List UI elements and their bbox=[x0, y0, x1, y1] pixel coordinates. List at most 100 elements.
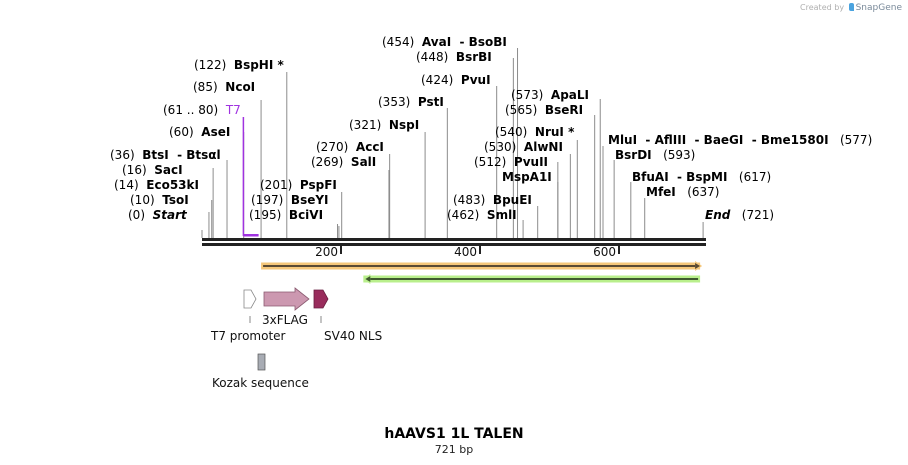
site-label-sali[interactable]: (269) SalI bbox=[311, 155, 376, 169]
site-position: (16) bbox=[122, 163, 147, 177]
orf-arrow-reverse-orf[interactable] bbox=[363, 274, 701, 284]
map-title: hAAVS1 1L TALEN bbox=[384, 426, 524, 442]
site-label-bseri[interactable]: (565) BseRI bbox=[505, 103, 583, 117]
site-label-nrui[interactable]: (540) NruI * bbox=[495, 125, 574, 139]
site-label-t7[interactable]: (61 .. 80) T7 bbox=[163, 103, 241, 117]
site-position: (530) bbox=[484, 140, 517, 154]
site-position: (462) bbox=[447, 208, 480, 222]
site-label-pspfi[interactable]: (201) PspFI bbox=[260, 178, 337, 192]
site-position: (197) bbox=[251, 193, 284, 207]
backbone-bottom-strand bbox=[202, 243, 706, 246]
site-label-bcivi[interactable]: (195) BciVI bbox=[249, 208, 323, 222]
ruler-tick-label: 400 bbox=[454, 245, 477, 259]
feature-label: 3xFLAG bbox=[262, 313, 308, 327]
site-name: MluI - AflIII - BaeGI - Bme1580I bbox=[608, 133, 829, 147]
site-position: (617) bbox=[738, 170, 772, 184]
ruler-tick bbox=[618, 246, 620, 254]
site-name: BspHI * bbox=[233, 58, 284, 72]
feature-label: T7 promoter bbox=[210, 329, 286, 343]
site-position: (565) bbox=[505, 103, 538, 117]
site-name: Start bbox=[152, 208, 187, 222]
site-position: (269) bbox=[311, 155, 344, 169]
site-position: (60) bbox=[169, 125, 194, 139]
site-label-btsi[interactable]: (36) BtsI - Btsαl bbox=[110, 148, 221, 162]
site-name: ApaLI bbox=[550, 88, 590, 102]
site-position: (353) bbox=[378, 95, 411, 109]
site-label-acci[interactable]: (270) AccI bbox=[316, 140, 384, 154]
site-name: Eco53kI bbox=[146, 178, 199, 192]
site-name: AccI bbox=[355, 140, 384, 154]
site-position: (540) bbox=[495, 125, 528, 139]
site-label-apali[interactable]: (573) ApaLI bbox=[511, 88, 589, 102]
site-name: End bbox=[705, 208, 731, 222]
site-label-tsoi[interactable]: (10) TsoI bbox=[130, 193, 189, 207]
feature-sv40-nls[interactable]: SV40 NLS bbox=[313, 289, 382, 343]
site-label-bsrdi[interactable]: BsrDI (593) bbox=[615, 148, 695, 162]
site-position: (483) bbox=[453, 193, 486, 207]
site-position: (573) bbox=[511, 88, 544, 102]
site-label-alwni[interactable]: (530) AlwNI bbox=[484, 140, 563, 154]
backbone bbox=[202, 238, 706, 246]
site-label-asei[interactable]: (60) AseI bbox=[169, 125, 230, 139]
site-label-ncoi[interactable]: (85) NcoI bbox=[193, 80, 255, 94]
site-label-nspi[interactable]: (321) NspI bbox=[349, 118, 419, 132]
site-label-bsrbi[interactable]: (448) BsrBI bbox=[416, 50, 492, 64]
ruler-tick bbox=[479, 246, 481, 254]
site-label-avai[interactable]: (454) AvaI - BsoBI bbox=[382, 35, 507, 49]
site-position: (85) bbox=[193, 80, 218, 94]
site-name: BseRI bbox=[544, 103, 584, 117]
feature-label: Kozak sequence bbox=[212, 376, 309, 390]
primer-t7[interactable] bbox=[242, 117, 259, 237]
site-label-bpuei[interactable]: (483) BpuEI bbox=[453, 193, 532, 207]
site-position: (10) bbox=[130, 193, 155, 207]
snapgene-logo-icon bbox=[848, 3, 854, 11]
site-position: (424) bbox=[421, 73, 454, 87]
site-label-saci[interactable]: (16) SacI bbox=[122, 163, 183, 177]
feature-3xflag[interactable]: 3xFLAG bbox=[262, 287, 310, 327]
credit: Created by SnapGene bbox=[800, 3, 902, 13]
site-label-bsphi[interactable]: (122) BspHI * bbox=[194, 58, 284, 72]
site-position: (321) bbox=[349, 118, 382, 132]
ruler-tick bbox=[340, 246, 342, 254]
site-position: (36) bbox=[110, 148, 135, 162]
site-position: (0) bbox=[128, 208, 145, 222]
site-label-bfuai[interactable]: BfuAI - BspMI (617) bbox=[632, 170, 771, 184]
site-label-psti[interactable]: (353) PstI bbox=[378, 95, 444, 109]
site-position: (195) bbox=[249, 208, 282, 222]
site-name: PspFI bbox=[299, 178, 337, 192]
site-label-mfei[interactable]: MfeI (637) bbox=[646, 185, 720, 199]
site-label-pvui[interactable]: (424) PvuI bbox=[421, 73, 491, 87]
site-name: BseYI bbox=[290, 193, 329, 207]
site-label-bseyi[interactable]: (197) BseYI bbox=[251, 193, 329, 207]
site-name: BtsI - Btsαl bbox=[142, 148, 221, 162]
credit-prefix: Created by bbox=[800, 3, 845, 12]
site-name: SalI bbox=[350, 155, 377, 169]
site-label-start[interactable]: (0) Start bbox=[128, 208, 187, 222]
site-label-eco53ki[interactable]: (14) Eco53kI bbox=[114, 178, 199, 192]
site-position: (637) bbox=[687, 185, 720, 199]
feature-kozak[interactable]: Kozak sequence bbox=[212, 353, 309, 390]
orf-arrow-forward-orf[interactable] bbox=[261, 261, 703, 271]
site-label-end[interactable]: End (721) bbox=[705, 208, 774, 222]
map-length: 721 bp bbox=[434, 443, 474, 456]
site-position: (454) bbox=[382, 35, 415, 49]
site-name: AvaI - BsoBI bbox=[421, 35, 507, 49]
primer-bar bbox=[243, 234, 259, 237]
site-label-smli[interactable]: (462) SmlI bbox=[447, 208, 517, 222]
site-name: BsrBI bbox=[455, 50, 492, 64]
site-name: MspA1I bbox=[502, 170, 552, 184]
site-label-mspa1i[interactable]: MspA1I bbox=[502, 170, 552, 184]
site-name: SacI bbox=[154, 163, 183, 177]
site-label-pvuii[interactable]: (512) PvuII bbox=[474, 155, 548, 169]
credit-brand: SnapGene bbox=[855, 3, 902, 13]
site-label-mlui[interactable]: MluI - AflIII - BaeGI - Bme1580I (577) bbox=[608, 133, 872, 147]
site-name: PvuI bbox=[460, 73, 491, 87]
site-name: AseI bbox=[201, 125, 231, 139]
site-name: AlwNI bbox=[523, 140, 563, 154]
site-name: SmlI bbox=[486, 208, 517, 222]
feature-label: SV40 NLS bbox=[324, 329, 382, 343]
feature-t7-promoter[interactable]: T7 promoter bbox=[210, 289, 286, 343]
site-name: TsoI bbox=[162, 193, 189, 207]
